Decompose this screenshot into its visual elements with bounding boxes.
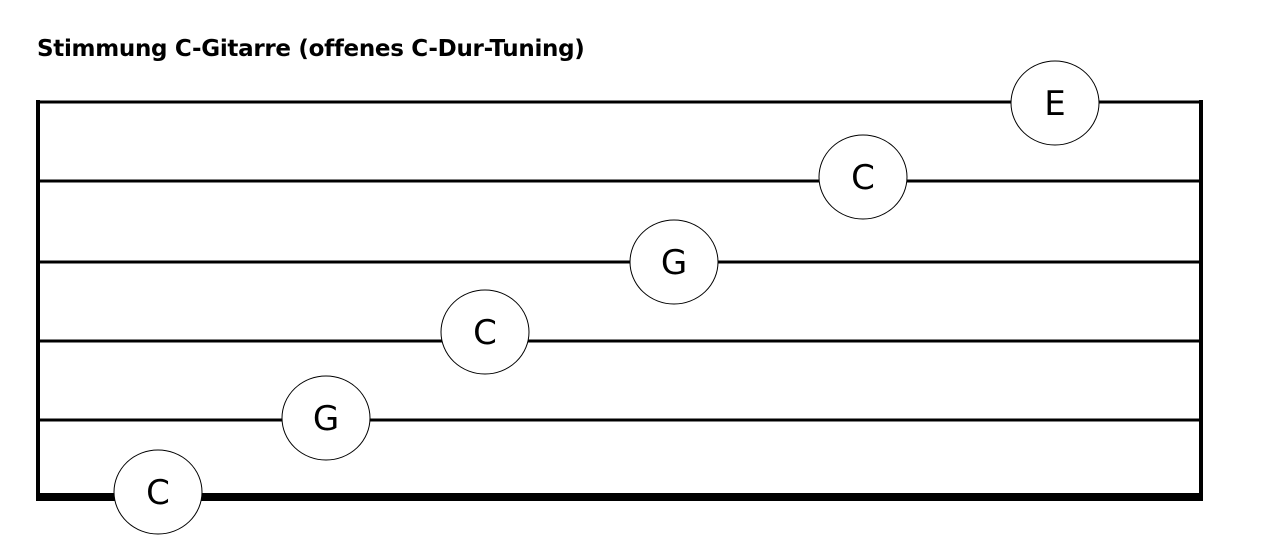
note-label-1: E: [1044, 84, 1065, 124]
note-label-3: G: [661, 243, 687, 283]
note-label-4: C: [473, 313, 497, 353]
diagram-title: Stimmung C-Gitarre (offenes C-Dur-Tuning…: [37, 36, 585, 62]
note-circle-2: [818, 134, 908, 220]
note-label-6: C: [146, 473, 170, 513]
note-circle-5: [281, 375, 371, 461]
note-circle-3: [629, 219, 719, 305]
note-label-2: C: [851, 158, 875, 198]
note-label-5: G: [313, 399, 339, 439]
note-circle-4: [440, 289, 530, 375]
note-circle-6: [113, 449, 203, 535]
note-circle-1: [1010, 60, 1100, 146]
